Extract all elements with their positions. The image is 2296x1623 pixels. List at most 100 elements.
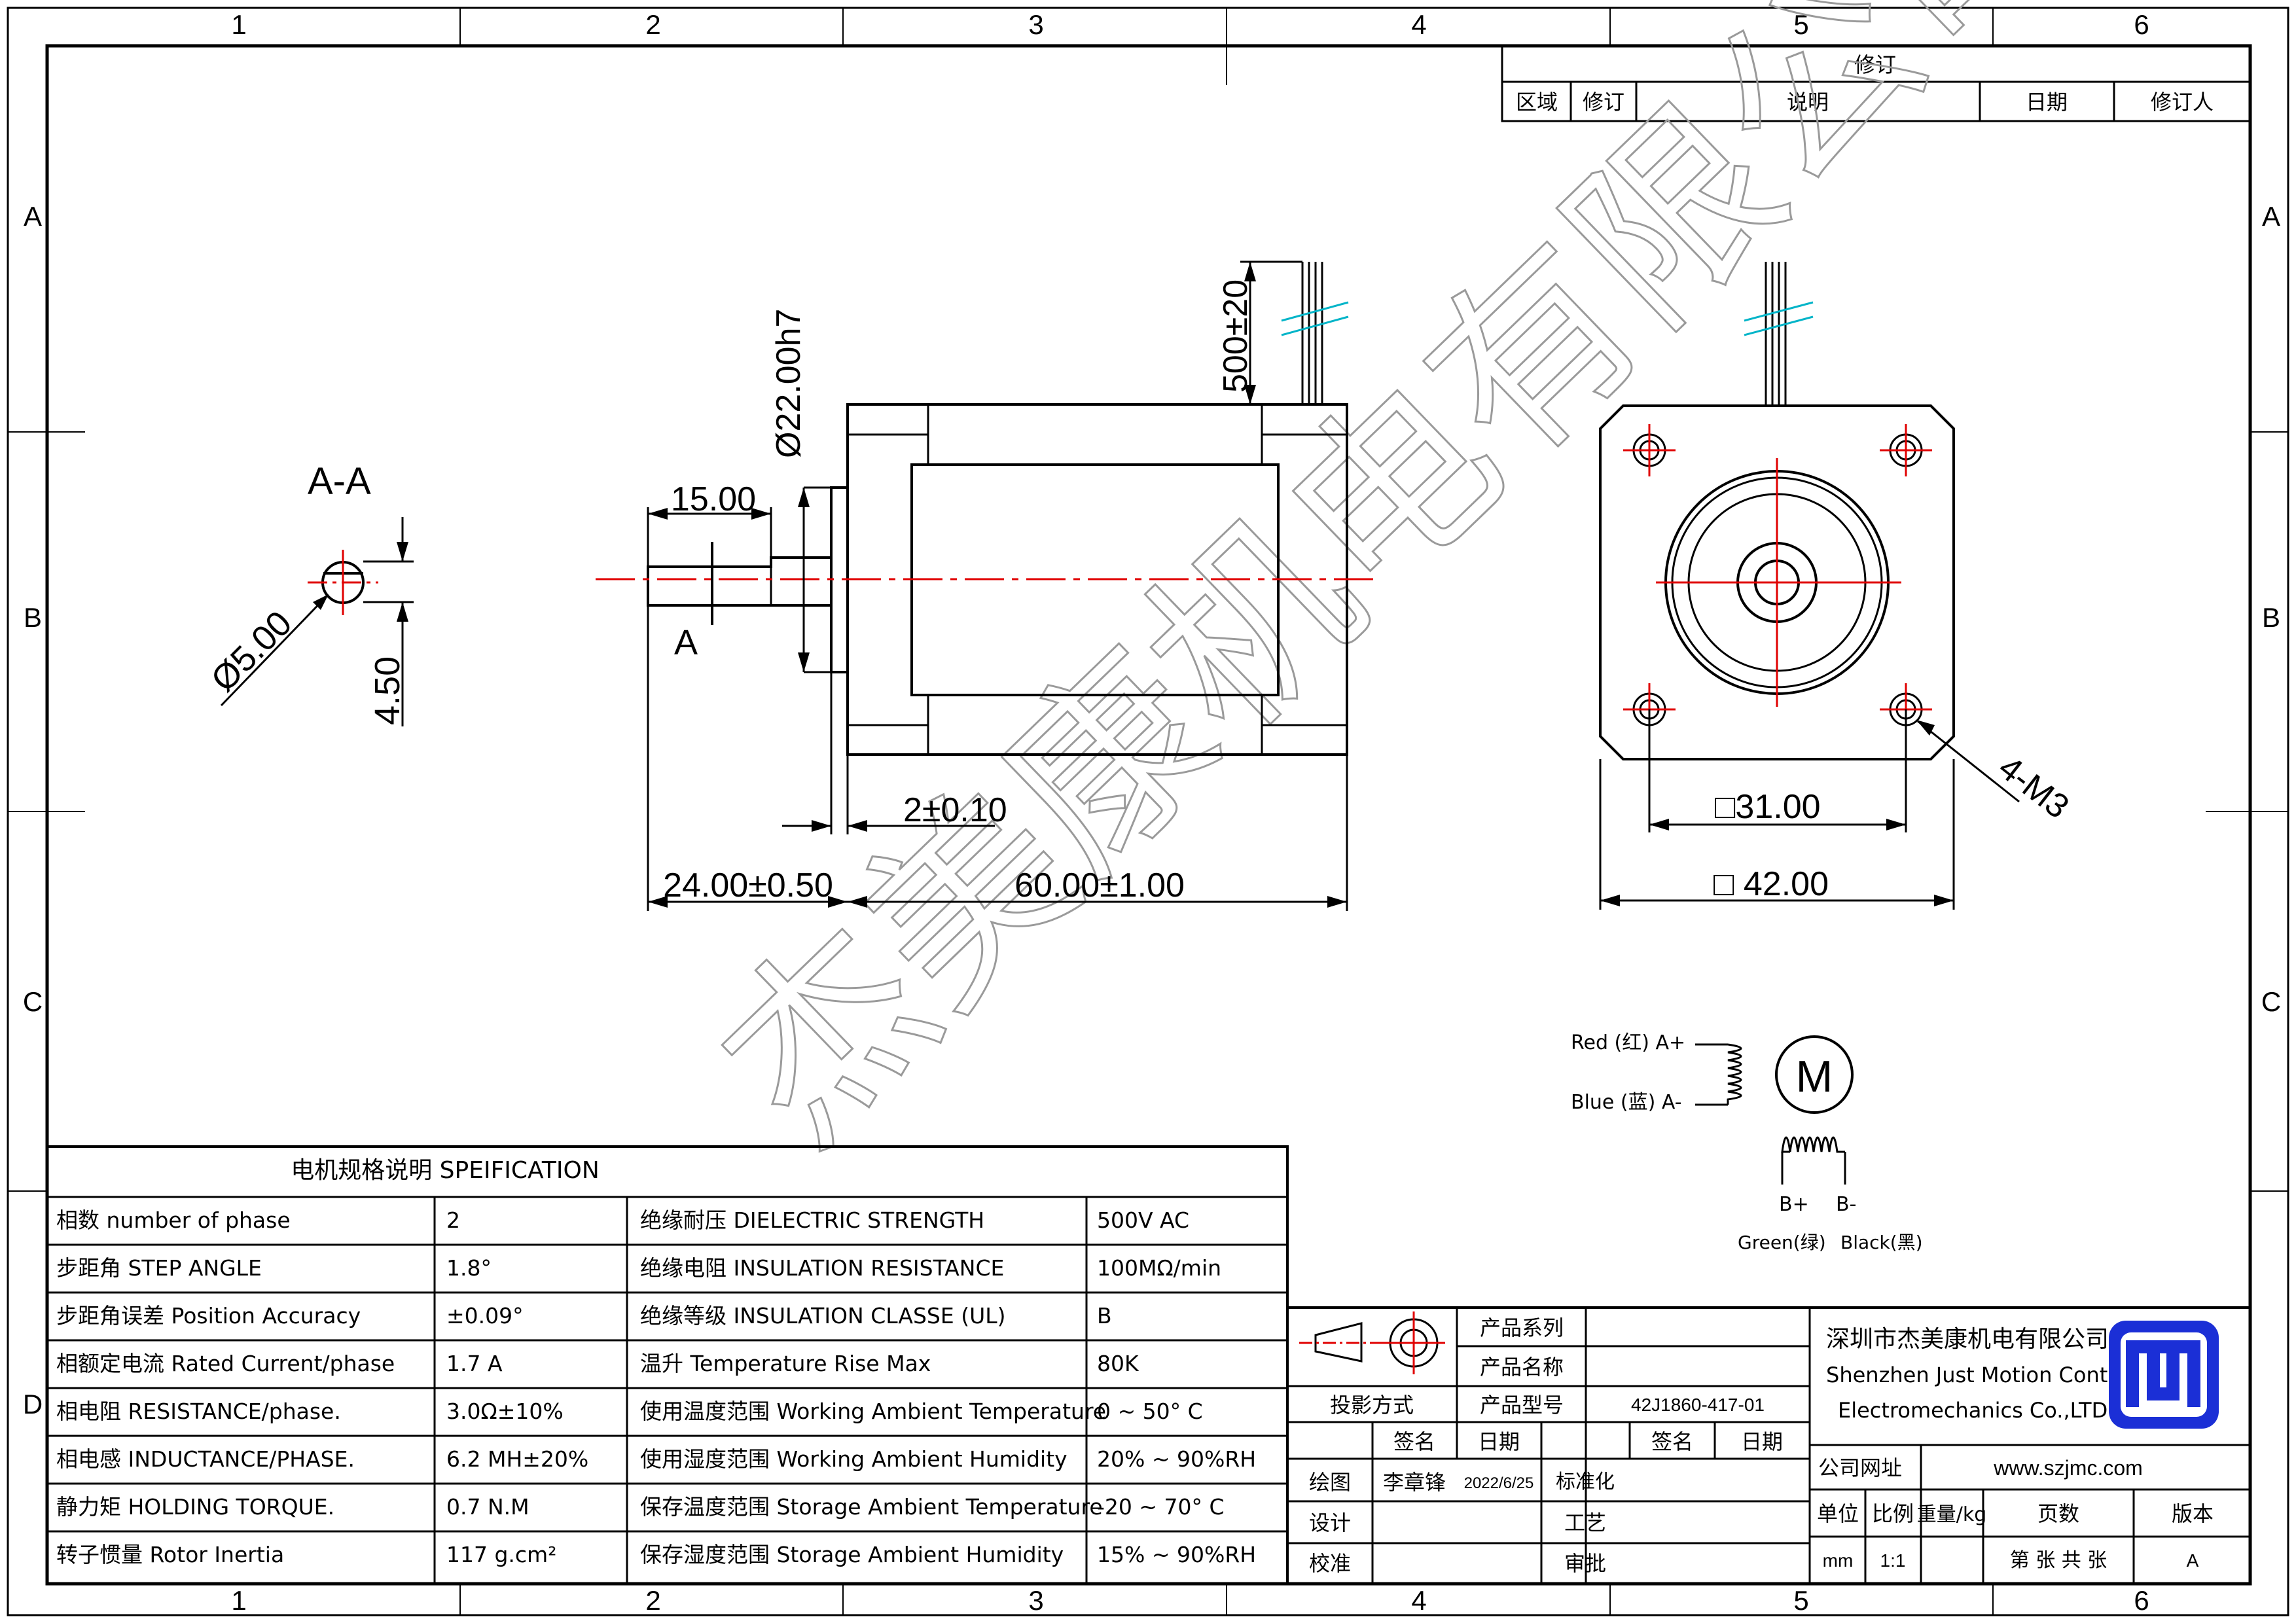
- unit-label: 单位: [1817, 1501, 1859, 1526]
- tb-series: 产品系列: [1480, 1315, 1564, 1340]
- spec-cell-l: 步距角 STEP ANGLE: [56, 1255, 262, 1281]
- motor-symbol-icon: [1775, 1035, 1854, 1114]
- tb-sign: 签名: [1393, 1429, 1435, 1454]
- version-label: 版本: [2172, 1501, 2214, 1526]
- zone-col-6-bottom: 6: [2134, 1585, 2149, 1616]
- company-name-en-2: Electromechanics Co.,LTD: [1838, 1398, 2108, 1423]
- tb-date: 日期: [1478, 1429, 1520, 1454]
- spec-cell-l2: 绝缘电阻 INSULATION RESISTANCE: [640, 1255, 1004, 1281]
- spec-cell-v2: 15% ~ 90%RH: [1097, 1542, 1256, 1567]
- coil-b-icon: [1781, 1136, 1845, 1153]
- zone-row-c: C: [23, 986, 43, 1017]
- zone-col-2-bottom: 2: [645, 1585, 660, 1616]
- spec-cell-v2: 20% ~ 90%RH: [1097, 1446, 1256, 1472]
- revision-table: 修订 区域 修订 说明 日期 修订人: [1501, 45, 2251, 122]
- company-name-en-1: Shenzhen Just Motion Control: [1826, 1363, 2134, 1387]
- spec-cell-v: 117 g.cm²: [446, 1542, 556, 1567]
- spec-cell-v2: -20 ~ 70° C: [1097, 1494, 1225, 1520]
- spec-rows: 相数 number of phase 2 绝缘耐压 DIELECTRIC STREN…: [56, 1207, 1256, 1567]
- section-mark-a: A: [674, 623, 698, 662]
- rev-col-desc: 说明: [1787, 90, 1829, 115]
- tb-sign2: 签名: [1651, 1429, 1693, 1454]
- tb-draw: 绘图: [1309, 1470, 1351, 1495]
- tb-std: 标准化: [1556, 1471, 1615, 1493]
- revision-title: 修订: [1854, 52, 1896, 77]
- spec-cell-v: 0.7 N.M: [446, 1494, 529, 1520]
- tb-process: 工艺: [1564, 1510, 1606, 1535]
- hole-spacing-label: □31.00: [1715, 788, 1821, 826]
- spec-cell-v2: 100MΩ/min: [1097, 1255, 1221, 1281]
- spec-cell-v: 6.2 MH±20%: [446, 1446, 588, 1472]
- zone-row-d: D: [23, 1389, 43, 1419]
- spec-cell-v: 1.7 A: [446, 1351, 503, 1376]
- rev-col-area: 区域: [1516, 90, 1558, 115]
- zone-col-1-bottom: 1: [231, 1585, 246, 1616]
- rev-col-person: 修订人: [2151, 90, 2214, 115]
- pages-value: 第 张 共 张: [2010, 1549, 2108, 1572]
- tb-design: 设计: [1309, 1510, 1351, 1535]
- tb-name: 产品名称: [1480, 1355, 1564, 1380]
- zone-col-2: 2: [645, 9, 660, 40]
- wire-black-label: Black(黑): [1840, 1232, 1923, 1253]
- spec-cell-l: 步距角误差 Position Accuracy: [56, 1303, 361, 1329]
- website-label: 公司网址: [1818, 1455, 1902, 1480]
- unit-value: mm: [1823, 1550, 1854, 1571]
- zone-col-4: 4: [1411, 9, 1426, 40]
- company-name-cn: 深圳市杰美康机电有限公司: [1826, 1326, 2109, 1353]
- wire-blue-label: Blue (蓝) A-: [1571, 1091, 1682, 1114]
- screw-callout-label: 4-M3: [1992, 749, 2076, 827]
- zone-col-6: 6: [2134, 9, 2149, 40]
- boss-height-label: 2±0.10: [903, 791, 1007, 829]
- shaft-length-label: 15.00: [671, 480, 756, 518]
- spec-cell-l2: 保存温度范围 Storage Ambient Temperature: [640, 1494, 1103, 1520]
- spec-cell-l2: 绝缘耐压 DIELECTRIC STRENGTH: [640, 1207, 984, 1233]
- spec-cell-v2: 500V AC: [1097, 1207, 1189, 1233]
- zone-col-4-bottom: 4: [1411, 1585, 1426, 1616]
- scale-label: 比例: [1872, 1501, 1914, 1526]
- tb-approve: 审批: [1564, 1551, 1606, 1576]
- spec-cell-v2: 80K: [1097, 1351, 1139, 1376]
- section-title: A-A: [308, 460, 371, 503]
- projection-frustum-icon: [1314, 1322, 1363, 1363]
- wiring-diagram: Red (红) A+ Blue (蓝) A- M B+ B- Green(绿) …: [1571, 1031, 1923, 1253]
- tb-projection: 投影方式: [1330, 1393, 1414, 1418]
- zone-row-a-right: A: [2262, 201, 2280, 232]
- spec-cell-l2: 使用温度范围 Working Ambient Temperature: [640, 1399, 1106, 1424]
- wire-b-minus-label: B-: [1836, 1193, 1856, 1216]
- tb-drawer: 李章锋: [1383, 1470, 1446, 1495]
- spec-cell-l: 相额定电流 Rated Current/phase: [56, 1351, 395, 1376]
- zone-row-b: B: [24, 602, 42, 633]
- tb-model-label: 产品型号: [1480, 1393, 1564, 1418]
- spec-title: 电机规格说明 SPEIFICATION: [291, 1157, 600, 1184]
- tb-date2: 日期: [1741, 1429, 1783, 1454]
- zone-col-5-bottom: 5: [1793, 1585, 1808, 1616]
- company-logo: [2109, 1321, 2219, 1429]
- spec-cell-v2: 0 ~ 50° C: [1097, 1399, 1203, 1424]
- boss-dia-label: Ø22.00h7: [770, 309, 808, 458]
- pages-label: 页数: [2037, 1501, 2079, 1526]
- tb-check: 校准: [1309, 1551, 1351, 1576]
- spec-cell-l: 相数 number of phase: [56, 1207, 291, 1233]
- tb-model: 42J1860-417-01: [1631, 1395, 1765, 1415]
- spec-cell-v: ±0.09°: [446, 1303, 524, 1329]
- zone-row-b-right: B: [2262, 602, 2280, 633]
- zone-col-1: 1: [231, 9, 246, 40]
- shaft-total-label: 24.00±0.50: [663, 866, 833, 904]
- coil-a-icon: [1727, 1043, 1742, 1105]
- shaft-flat-label: 4.50: [368, 656, 407, 725]
- zone-col-3: 3: [1028, 9, 1043, 40]
- spec-cell-v: 2: [446, 1207, 460, 1233]
- spec-cell-l: 转子惯量 Rotor Inertia: [56, 1542, 284, 1567]
- zone-col-3-bottom: 3: [1028, 1585, 1043, 1616]
- spec-cell-l: 静力矩 HOLDING TORQUE.: [56, 1494, 334, 1520]
- website: www.szjmc.com: [1993, 1456, 2143, 1480]
- spec-cell-l2: 绝缘等级 INSULATION CLASSE (UL): [640, 1303, 1006, 1329]
- lead-length-label: 500±20: [1217, 279, 1255, 393]
- front-view: □31.00 □ 42.00 4-M3: [1599, 262, 2076, 910]
- shaft-dia-label: Ø5.00: [204, 603, 299, 699]
- spec-cell-v2: B: [1097, 1303, 1112, 1329]
- flange-size-label: □ 42.00: [1713, 865, 1829, 903]
- watermark: 杰美康机电有限公司: [679, 0, 2109, 1185]
- zone-row-a: A: [24, 201, 42, 232]
